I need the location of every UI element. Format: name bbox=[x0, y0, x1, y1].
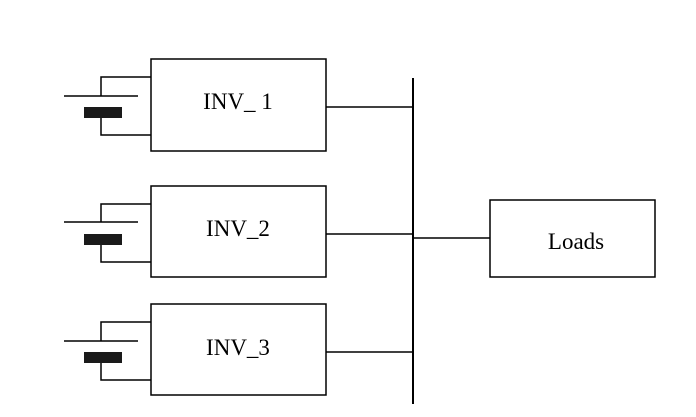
battery-icon bbox=[64, 340, 138, 363]
battery-wire-positive bbox=[100, 203, 151, 222]
inverter-label-2: INV_2 bbox=[206, 216, 270, 241]
inverter-box-3 bbox=[150, 303, 327, 396]
load-box bbox=[489, 199, 656, 278]
inverter-box-1 bbox=[150, 58, 327, 152]
battery-wire-negative bbox=[100, 118, 151, 136]
inverter-label-3: INV_3 bbox=[206, 335, 270, 360]
battery-icon bbox=[64, 95, 138, 118]
load-unit: Loads bbox=[413, 199, 656, 278]
inverter-box-2 bbox=[150, 185, 327, 278]
inverter-unit-2: INV_2 bbox=[64, 185, 413, 278]
battery-icon bbox=[64, 221, 138, 245]
battery-wire-negative bbox=[100, 363, 151, 381]
inverter-unit-1: INV_ 1 bbox=[64, 58, 413, 152]
inverter-label-1: INV_ 1 bbox=[203, 89, 273, 114]
inverter-unit-3: INV_3 bbox=[64, 303, 413, 396]
battery-wire-positive bbox=[100, 321, 151, 341]
load-label: Loads bbox=[548, 229, 604, 254]
battery-wire-positive bbox=[100, 76, 151, 96]
battery-wire-negative bbox=[100, 245, 151, 263]
